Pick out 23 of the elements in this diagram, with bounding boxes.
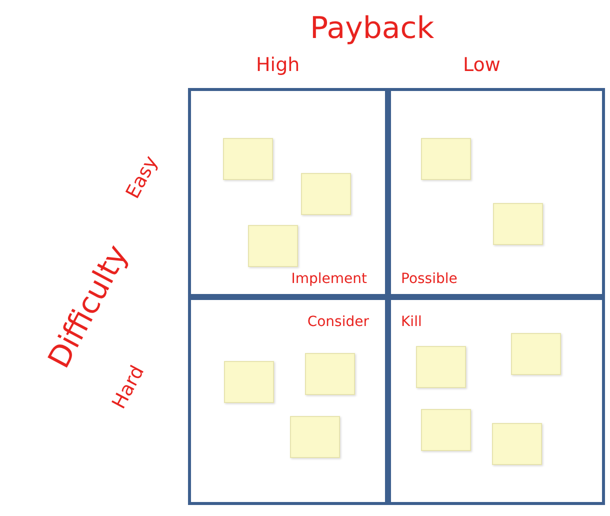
- sticky-note: [290, 416, 340, 458]
- quadrant: [188, 297, 388, 505]
- sticky-note: [421, 409, 471, 451]
- sticky-note: [305, 353, 355, 395]
- quadrant-label: Implement: [291, 270, 367, 289]
- quadrant: [188, 88, 388, 297]
- quadrant: [388, 88, 605, 297]
- axis-label: High: [256, 56, 300, 75]
- sticky-note: [493, 203, 543, 245]
- quadrant-label: Possible: [401, 270, 458, 289]
- sticky-note: [492, 423, 542, 465]
- axis-title: Payback: [310, 14, 434, 44]
- sticky-note: [511, 333, 561, 375]
- sticky-note: [248, 225, 298, 267]
- sticky-note: [421, 138, 471, 180]
- sticky-note: [301, 173, 351, 215]
- quadrant-label: Consider: [307, 313, 369, 332]
- quadrant-label: Kill: [401, 313, 422, 332]
- quadrant: [388, 297, 605, 505]
- axis-label: Low: [463, 56, 500, 75]
- sticky-note: [416, 346, 466, 388]
- sticky-note: [223, 138, 273, 180]
- sticky-note: [224, 361, 274, 403]
